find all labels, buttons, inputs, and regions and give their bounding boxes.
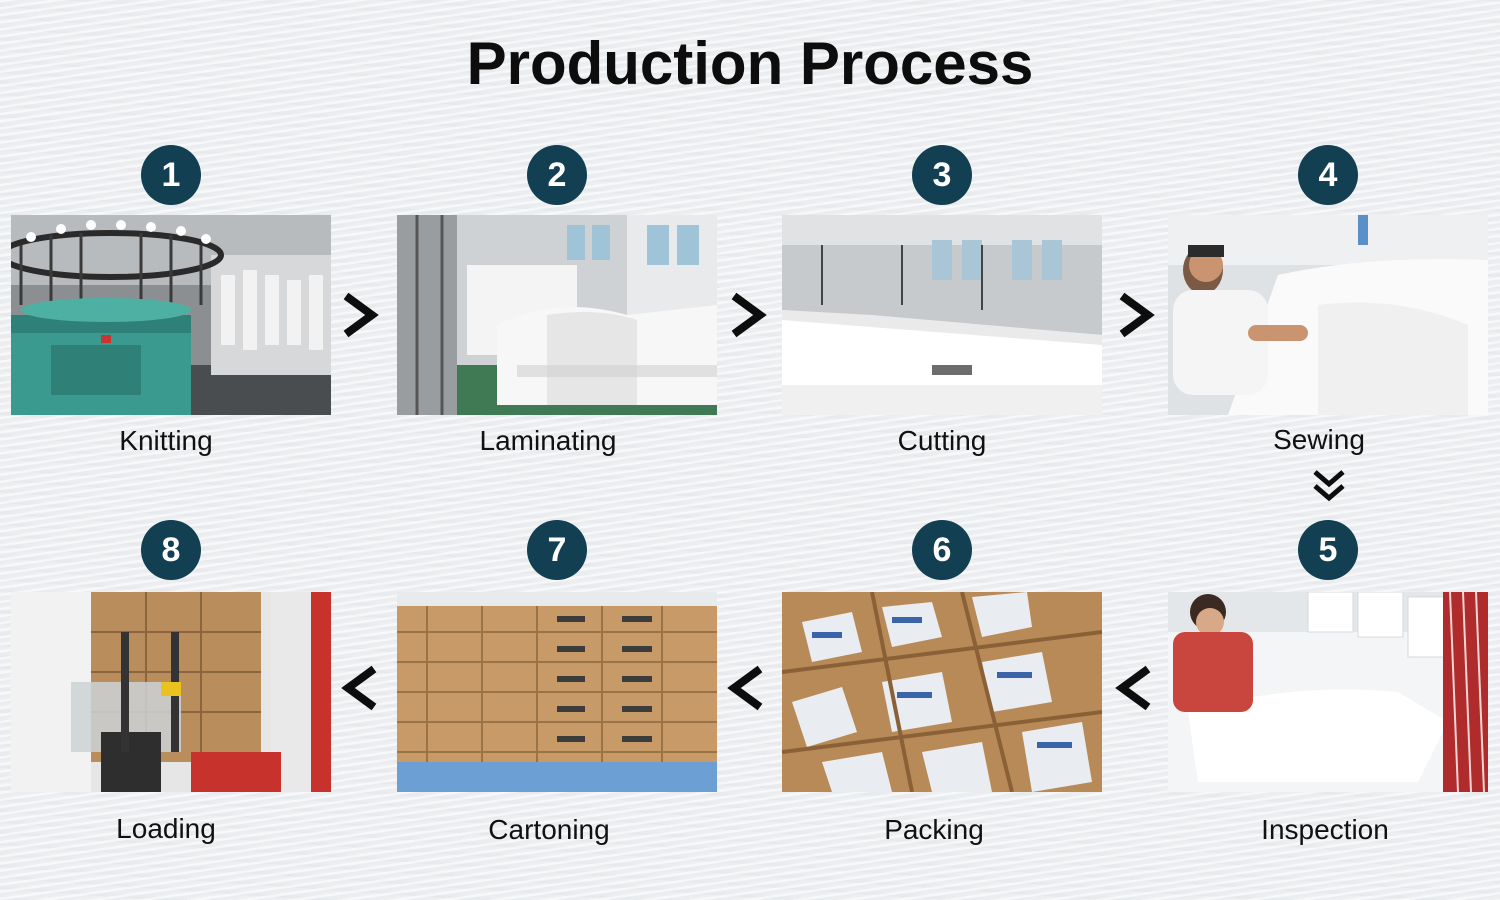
step-7-label: Cartoning: [488, 814, 610, 845]
laminating-photo: [397, 215, 717, 415]
step-1-badge: 1: [141, 145, 201, 205]
step-8-label: Loading: [116, 813, 216, 844]
step-5-label: Inspection: [1261, 814, 1389, 845]
sewing-photo: [1168, 215, 1488, 415]
chevron-left-icon: [340, 665, 380, 711]
packing-photo: [782, 592, 1102, 792]
page-title: Production Process: [466, 30, 1034, 97]
step-4-label: Sewing: [1273, 424, 1365, 455]
cartoning-photo: [397, 592, 717, 792]
step-3-badge: 3: [912, 145, 972, 205]
cutting-photo: [782, 215, 1102, 415]
step-6-label: Packing: [884, 814, 984, 845]
chevron-right-icon: [728, 292, 768, 338]
chevron-left-icon: [1114, 665, 1154, 711]
chevron-right-icon: [1116, 292, 1156, 338]
step-7-badge: 7: [527, 520, 587, 580]
inspection-photo: [1168, 592, 1488, 792]
double-chevron-down-icon: [1311, 468, 1347, 504]
step-6-badge: 6: [912, 520, 972, 580]
loading-photo: [11, 592, 331, 792]
step-4-badge: 4: [1298, 145, 1358, 205]
step-5-badge: 5: [1298, 520, 1358, 580]
step-3-label: Cutting: [897, 425, 987, 456]
chevron-left-icon: [726, 665, 766, 711]
step-2-label: Laminating: [479, 425, 617, 456]
knitting-photo: [11, 215, 331, 415]
step-2-badge: 2: [527, 145, 587, 205]
chevron-right-icon: [340, 292, 380, 338]
step-1-label: Knitting: [119, 425, 213, 456]
step-8-badge: 8: [141, 520, 201, 580]
